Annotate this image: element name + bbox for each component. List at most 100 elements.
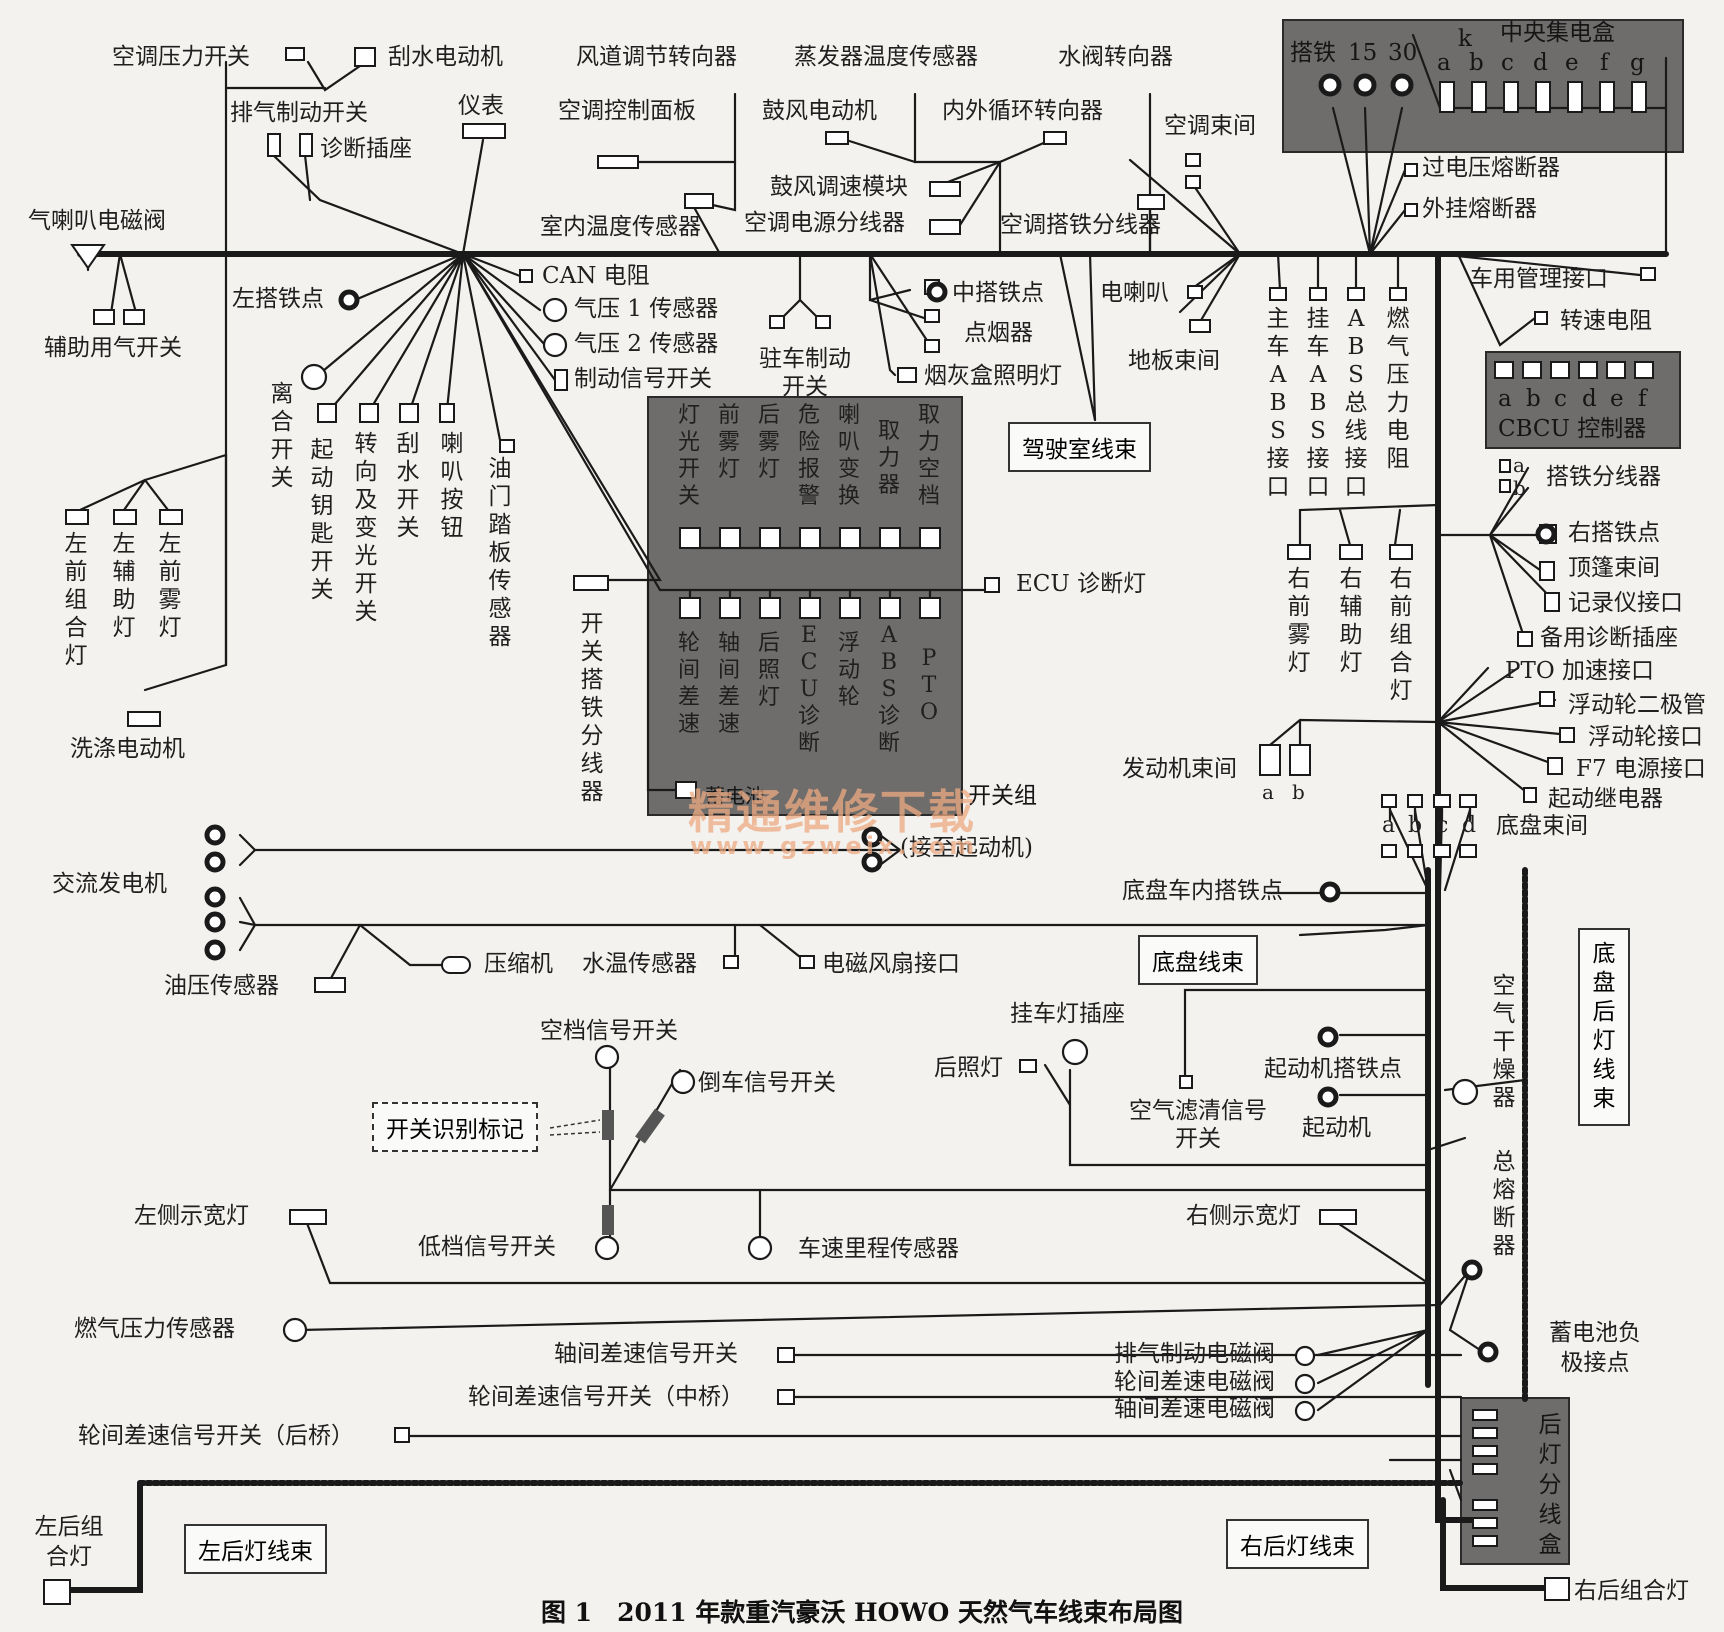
label-ac-ground-splitter: 空调搭铁分线器 [1000,212,1161,238]
label-gas-pressure-sensor: 燃气压力传感器 [74,1316,235,1342]
central-box-t30: 30 [1388,40,1418,66]
central-box-title: 中央集电盒 [1500,20,1615,46]
label-neutral-switch: 空档信号开关 [540,1018,678,1044]
label-roof-harness: 顶篷束间 [1568,555,1660,581]
central-box-letter: a [1437,50,1451,76]
switch-top-label: 前雾灯 [717,403,740,482]
label-air-dryer: 空气干燥器 [1492,973,1516,1111]
central-box-letter: c [1501,50,1514,76]
central-box-ground: 搭铁 [1290,40,1336,66]
chassis-harness-box: 底盘线束 [1138,935,1258,985]
label-air-horn-valve: 气喇叭电磁阀 [28,208,166,234]
switch-id-mark-box: 开关识别标记 [372,1102,538,1152]
central-box-t15: 15 [1348,40,1378,66]
label-electric-horn: 电喇叭 [1100,280,1169,306]
label-wheel-diff-mid: 轮间差速信号开关（中桥） [468,1384,744,1410]
switch-top-label: 取力空档 [917,403,940,509]
label-engine-joint: 发动机束间 [1122,756,1237,782]
chassis-joint-letter: a [1382,813,1396,838]
switch-top-label: 取力器 [877,419,900,498]
label-ground-splitter: 搭铁分线器 [1546,464,1661,490]
label-air-press-2: 气压 2 传感器 [574,331,719,357]
label-wiper-motor: 刮水电动机 [388,44,503,70]
switch-group-top-bar: 蓄电池 [705,784,765,808]
label-water-temp: 水温传感器 [582,951,697,977]
chassis-joint-letter: b [1408,813,1423,838]
label-diagnostic-socket: 诊断插座 [320,136,412,162]
cbcu-letter: f [1638,386,1647,412]
engine-joint-a: a [1262,780,1274,804]
central-box-letter: b [1469,50,1484,76]
label-battery-negative: 蓄电池负极接点 [1549,1320,1641,1376]
cab-harness-box: 驾驶室线束 [1008,422,1151,472]
right-trunk [1435,251,1481,1523]
label-switch-group: 开关组 [968,783,1037,809]
label-accel-pedal: 油门踏板传感器 [488,456,512,650]
label-wheel-diff-valve: 轮间差速电磁阀 [1114,1369,1275,1395]
label-fan-port: 电磁风扇接口 [822,951,960,977]
central-box-k: k [1458,26,1472,52]
label-alternator: 交流发电机 [52,871,167,897]
label-main-abs: 主车ABS接口 [1266,306,1290,500]
switch-bottom-label: PTO [919,646,939,725]
label-low-gear: 低档信号开关 [418,1234,556,1260]
label-air-filter-switch: 空气滤清信号开关 [1129,1098,1267,1152]
left-rear-harness-box: 左后灯线束 [184,1524,327,1574]
switch-bottom-label: 浮动轮 [837,631,860,710]
label-overvoltage-fuse: 过电压熔断器 [1422,155,1560,181]
engine-joint-b: b [1292,780,1305,804]
label-left-front-combo: 左前组合灯 [64,531,88,669]
label-left-rear-combo: 左后组合灯 [34,1514,104,1570]
label-axle-diff-switch: 轴间差速信号开关 [554,1341,738,1367]
label-wiper-switch: 刮水开关 [396,431,420,541]
label-right-marker: 右侧示宽灯 [1186,1203,1301,1229]
label-duct-actuator: 风道调节转向器 [576,44,737,70]
right-rear-harness-box: 右后灯线束 [1226,1519,1369,1569]
air-horn-icon [70,244,106,270]
label-exhaust-brake-switch: 排气制动开关 [230,100,368,126]
label-main-fuse: 总熔断器 [1492,1149,1516,1259]
label-chassis-cab-ground: 底盘车内搭铁点 [1122,878,1283,904]
label-evaporator-sensor: 蒸发器温度传感器 [794,44,978,70]
switch-top-label: 后雾灯 [757,403,780,482]
cbcu-letter: b [1526,386,1541,412]
compressor-icon [441,956,471,974]
label-switch-ground-splitter: 开关搭铁分线器 [580,611,604,805]
label-clutch-switch: 离合开关 [270,381,294,491]
label-ac-pressure-switch: 空调压力开关 [112,44,250,70]
label-start-relay: 起动继电器 [1548,786,1663,812]
label-water-valve-actuator: 水阀转向器 [1058,44,1173,70]
switch-top-label: 喇叭变换 [837,403,860,509]
label-right-aux: 右辅助灯 [1339,566,1363,676]
watermark-text: 精通维修下载 [688,785,976,839]
central-box-letter: e [1565,50,1579,76]
label-left-marker: 左侧示宽灯 [134,1203,249,1229]
central-box-letter: d [1533,50,1548,76]
cbcu-letter: a [1498,386,1512,412]
label-brake-signal: 制动信号开关 [574,366,712,392]
label-exhaust-valve: 排气制动电磁阀 [1114,1341,1275,1367]
label-ac-power-splitter: 空调电源分线器 [744,210,905,236]
label-instrument: 仪表 [458,93,504,119]
label-parking-brake: 驻车制动开关 [759,346,851,400]
switch-bottom-label: ABS诊断 [877,623,900,756]
label-compressor: 压缩机 [484,951,553,977]
label-ashtray-light: 烟灰盒照明灯 [924,363,1062,389]
label-to-starter: (接至起动机) [900,835,1033,861]
label-right-fog: 右前雾灯 [1287,566,1311,676]
label-ecu-lamp: ECU 诊断灯 [1016,571,1147,597]
label-float-port: 浮动轮接口 [1588,724,1703,750]
label-reverse-light: 后照灯 [934,1055,1003,1081]
label-recirc-actuator: 内外循环转向器 [942,98,1103,124]
label-blower-motor: 鼓风电动机 [762,98,877,124]
label-chassis-joint: 底盘束间 [1496,813,1588,839]
label-aux-air-switch: 辅助用气开关 [44,335,182,361]
label-blower-module: 鼓风调速模块 [770,174,908,200]
switch-top-label: 危险报警 [797,403,820,509]
label-external-fuse: 外挂熔断器 [1422,196,1537,222]
label-gas-pressure-resistor: 燃气压力电阻 [1386,306,1410,472]
label-can-resistor: CAN 电阻 [542,263,650,289]
ground-splitter-b: b [1513,476,1526,500]
